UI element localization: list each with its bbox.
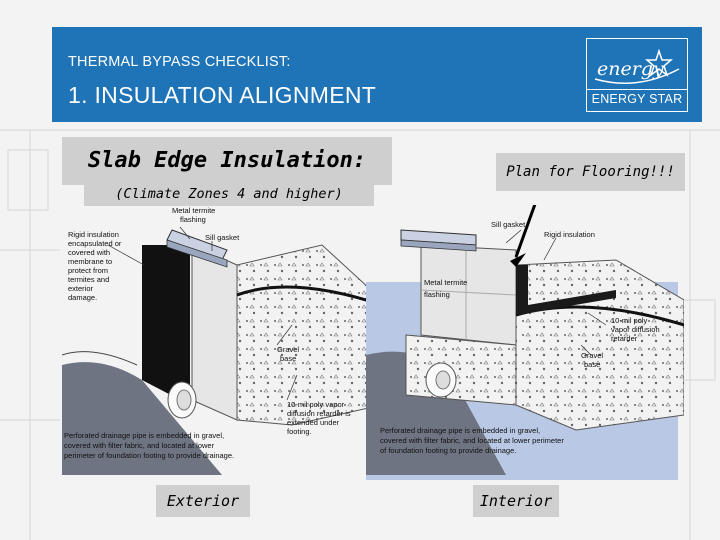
- ann-poly-3: extended under: [287, 418, 340, 427]
- slab-edge-heading: Slab Edge Insulation:: [62, 137, 392, 185]
- ann-drain-3: of foundation footing to provide drainag…: [380, 446, 516, 455]
- callout-arrow: [514, 205, 537, 258]
- ann-poly-2: diffusion retarder is: [287, 409, 351, 418]
- exterior-insulation-diagram: Metal termite flashing Sill gasket Rigid…: [62, 206, 382, 475]
- vapor-retarder-line: [236, 285, 382, 307]
- ann-rigid-1: Rigid insulation: [68, 230, 119, 239]
- ann-drain-1: Perforated drainage pipe is embedded in …: [64, 431, 224, 440]
- ann-drain-3: perimeter of foundation footing to provi…: [64, 451, 234, 460]
- slab-gravel: [515, 259, 684, 431]
- earth-fill: [62, 362, 222, 475]
- ann-rigid-7: exterior: [68, 284, 94, 293]
- ann-gravel: Gravel: [581, 351, 603, 360]
- energy-star-logo: energy ENERGY STAR: [586, 38, 688, 112]
- ann-rigid-2: encapsulated or: [68, 239, 122, 248]
- header-banner: THERMAL BYPASS CHECKLIST: 1. INSULATION …: [52, 27, 702, 122]
- energy-star-script-icon: energy: [594, 48, 680, 84]
- interior-insulation-diagram: Sill gasket Rigid insulation Metal termi…: [366, 205, 684, 480]
- svg-text:energy: energy: [597, 58, 664, 80]
- ann-rigid: Rigid insulation: [544, 230, 595, 239]
- ann-rigid-6: termites and: [68, 275, 109, 284]
- ann-base: base: [280, 354, 296, 363]
- ann-poly-2: vapor diffusion: [611, 325, 660, 334]
- section-title: 1. INSULATION ALIGNMENT: [68, 82, 377, 108]
- energy-star-wordmark: ENERGY STAR: [587, 89, 687, 109]
- ann-sill-gasket: Sill gasket: [491, 220, 526, 229]
- foundation-wall: [191, 244, 238, 421]
- slab-gravel: [236, 244, 382, 426]
- exterior-label: Exterior: [156, 485, 250, 517]
- plan-for-flooring-callout: Plan for Flooring!!!: [496, 153, 685, 191]
- ann-metal-termite: Metal termite: [172, 206, 215, 215]
- ann-rigid-8: damage.: [68, 293, 97, 302]
- ann-drain-2: covered with filter fabric, and located …: [64, 441, 215, 450]
- ann-flashing: flashing: [424, 290, 450, 299]
- ann-poly-3: retarder: [611, 334, 638, 343]
- ann-flashing: flashing: [180, 215, 206, 224]
- ann-drain-1: Perforated drainage pipe is embedded in …: [380, 426, 540, 435]
- checklist-subtitle: THERMAL BYPASS CHECKLIST:: [68, 54, 291, 70]
- ann-poly-4: footing.: [287, 427, 312, 436]
- rigid-insulation: [516, 265, 616, 315]
- interior-label: Interior: [473, 485, 559, 517]
- ann-sill-gasket: Sill gasket: [205, 233, 240, 242]
- ann-drain-2: covered with filter fabric, and located …: [380, 436, 564, 445]
- ann-base: base: [584, 360, 600, 369]
- ann-metal-termite: Metal termite: [424, 278, 467, 287]
- ann-poly-1: 10-mil poly: [611, 316, 648, 325]
- ann-gravel: Gravel: [277, 345, 299, 354]
- earth-fill: [366, 351, 506, 475]
- ann-rigid-4: membrane to: [68, 257, 112, 266]
- climate-zones-subheading: (Climate Zones 4 and higher): [84, 182, 374, 206]
- rigid-insulation: [142, 245, 190, 405]
- ann-rigid-5: protect from: [68, 266, 108, 275]
- ann-poly-1: 10-mil poly vapor: [287, 400, 345, 409]
- ann-rigid-3: covered with: [68, 248, 110, 257]
